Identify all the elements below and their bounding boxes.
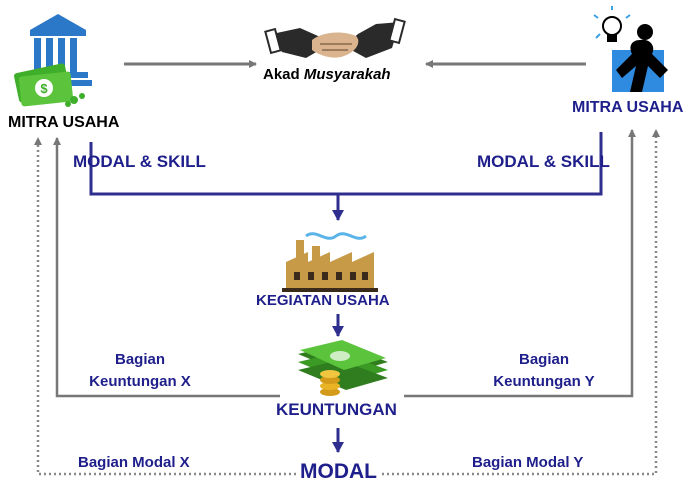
activity-label: KEGIATAN USAHA xyxy=(256,292,390,309)
akad-term: Musyarakah xyxy=(303,66,391,83)
party-left-label: MITRA USAHA xyxy=(8,114,120,131)
profit-share-right-line1: Bagian xyxy=(518,351,569,368)
profit-share-right-label: Bagian Keuntungan Y xyxy=(484,349,604,393)
party-right-label: MITRA USAHA xyxy=(572,99,684,116)
money-icon: $ xyxy=(14,63,85,107)
akad-label: Akad Musyarakah xyxy=(263,66,391,83)
akad-prefix: Akad xyxy=(263,66,300,83)
profit-share-right-line2: Keuntungan Y xyxy=(493,373,595,390)
handshake-icon xyxy=(264,17,406,58)
entrepreneur-idea-icon xyxy=(593,6,668,92)
profit-label: KEUNTUNGAN xyxy=(276,400,397,419)
contribution-right-label: MODAL & SKILL xyxy=(477,152,610,171)
capital-share-left-label: Bagian Modal X xyxy=(78,454,190,471)
profit-share-left-label: Bagian Keuntungan X xyxy=(80,349,200,393)
contribution-line-left xyxy=(89,142,338,196)
profit-share-left-line1: Bagian xyxy=(114,351,165,368)
profit-share-left-line2: Keuntungan X xyxy=(89,373,191,390)
capital-share-line-left xyxy=(34,137,296,476)
contribution-left-label: MODAL & SKILL xyxy=(73,152,206,171)
factory-icon xyxy=(282,232,378,292)
capital-label: MODAL xyxy=(300,460,377,483)
capital-share-line-right xyxy=(382,129,660,476)
capital-share-right-label: Bagian Modal Y xyxy=(472,454,584,471)
profit-share-line-right xyxy=(404,129,636,398)
svg-text:$: $ xyxy=(40,81,48,96)
money-stack-icon xyxy=(298,340,388,396)
contribution-line-right xyxy=(338,132,603,196)
profit-share-line-left xyxy=(53,137,280,398)
